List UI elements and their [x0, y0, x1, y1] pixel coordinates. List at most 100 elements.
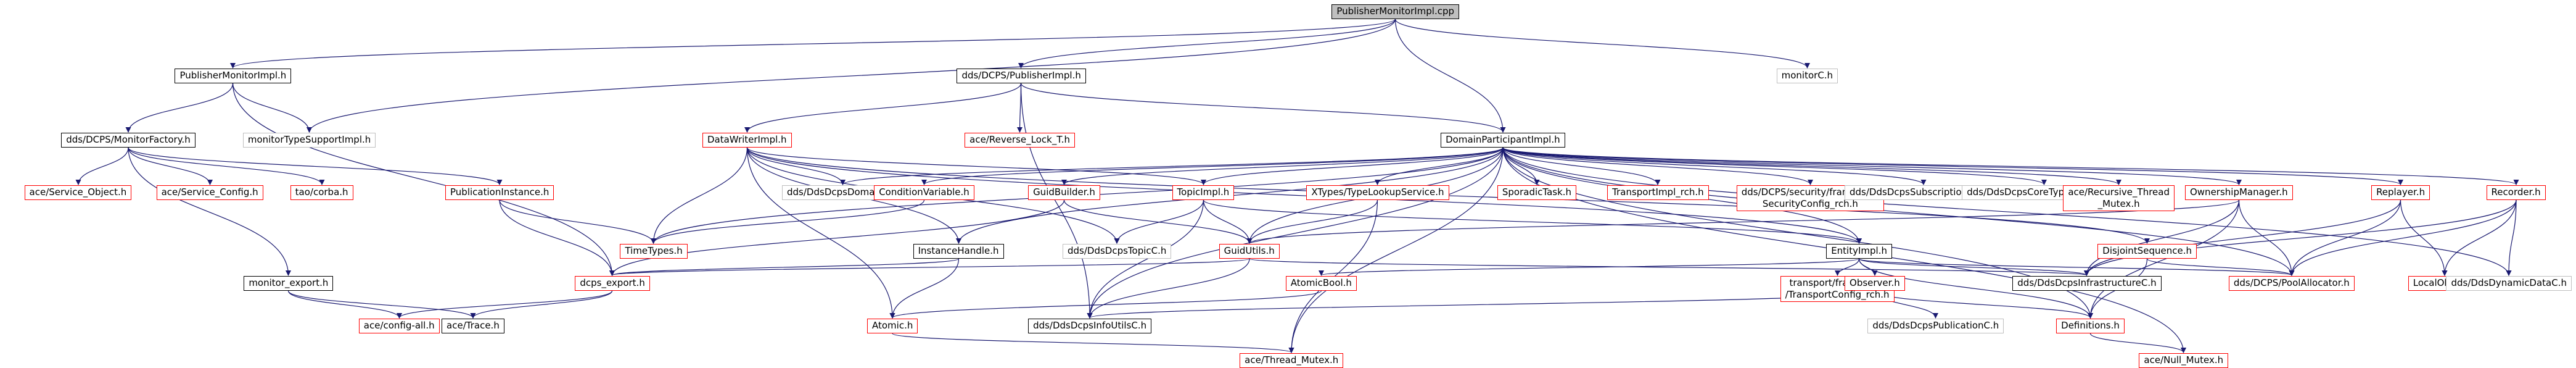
node-label: PublicationInstance.h — [450, 186, 549, 198]
edge-dpimpl-to-threadmutex — [1288, 147, 1504, 353]
node-label: dds/DCPS/PublisherImpl.h — [961, 70, 1081, 81]
node-datawriter[interactable]: DataWriterImpl.h — [702, 133, 792, 148]
edge-dpimpl-to-guidbuilder — [1061, 147, 1504, 185]
edge-replayer-to-poolalloc — [2289, 199, 2401, 276]
node-threadmutex[interactable]: ace/Thread_Mutex.h — [1240, 353, 1344, 368]
edge-monfac-to-pubinst — [128, 147, 503, 185]
edge-ownership-to-definitions — [2088, 199, 2240, 319]
node-guidutils[interactable]: GuidUtils.h — [1219, 244, 1280, 259]
node-pubmon-h[interactable]: PublisherMonitorImpl.h — [175, 69, 292, 83]
node-dpimpl[interactable]: DomainParticipantImpl.h — [1441, 133, 1565, 148]
node-label: GuidUtils.h — [1224, 245, 1275, 256]
edge-topicimpl-to-ddstopicc — [1114, 199, 1204, 244]
node-aceconfigall[interactable]: ace/config-all.h — [358, 319, 440, 333]
edge-dpimpl-to-xtypes — [1375, 147, 1504, 185]
node-infrac[interactable]: dds/DdsDcpsInfrastructureC.h — [2012, 276, 2162, 291]
edge-topicimpl-to-guidutils — [1203, 199, 1253, 244]
node-pubc[interactable]: dds/DdsDcpsPublicationC.h — [1867, 319, 2004, 333]
node-label: ace/Null_Mutex.h — [2144, 354, 2224, 366]
node-label: Recorder.h — [2491, 186, 2541, 198]
edge-dpimpl-to-ownership — [1502, 147, 2242, 185]
node-revlock[interactable]: ace/Reverse_Lock_T.h — [965, 133, 1076, 148]
node-dcps-pub[interactable]: dds/DCPS/PublisherImpl.h — [957, 69, 1086, 83]
node-label: PublisherMonitorImpl.cpp — [1336, 6, 1455, 17]
node-label: ace/Service_Object.h — [29, 186, 127, 198]
edge-dpimpl-to-ddsdomainc — [840, 147, 1504, 185]
node-label: Observer.h — [1850, 277, 1900, 288]
node-ownership[interactable]: OwnershipManager.h — [2184, 185, 2293, 200]
node-label: dds/DdsDynamicDataC.h — [2451, 277, 2567, 288]
node-label: monitorC.h — [1781, 70, 1833, 81]
node-poolalloc[interactable]: dds/DCPS/PoolAllocator.h — [2228, 276, 2355, 291]
edge-dcps_pub-to-datawriter — [744, 83, 1022, 133]
node-label: dds/DCPS/PoolAllocator.h — [2233, 277, 2350, 288]
node-montype[interactable]: monitorTypeSupportImpl.h — [242, 133, 376, 148]
node-ddstopicc[interactable]: dds/DdsDcpsTopicC.h — [1063, 244, 1172, 259]
node-label: SporadicTask.h — [1502, 186, 1572, 198]
edge-monfac-to-monexport — [128, 147, 291, 276]
node-guidbuilder[interactable]: GuidBuilder.h — [1028, 185, 1100, 200]
edge-observer-to-definitions — [1874, 290, 2093, 319]
node-atomicbool[interactable]: AtomicBool.h — [1285, 276, 1357, 291]
node-disjoint[interactable]: DisjointSequence.h — [2097, 244, 2197, 259]
node-topicimpl[interactable]: TopicImpl.h — [1172, 185, 1235, 200]
node-label: XTypes/TypeLookupService.h — [1311, 186, 1444, 198]
edge-ownership-to-poolalloc — [2238, 199, 2295, 276]
node-recmutex[interactable]: ace/Recursive_Thread_Mutex.h — [2063, 185, 2175, 211]
edge-dpimpl-to-dynamicdata — [1502, 147, 2512, 276]
node-sporadic[interactable]: SporadicTask.h — [1497, 185, 1577, 200]
edge-dpimpl-to-subext — [1502, 147, 1927, 185]
node-entityimpl[interactable]: EntityImpl.h — [1826, 244, 1892, 259]
node-label: Definitions.h — [2061, 320, 2120, 331]
node-label: ace/config-all.h — [363, 320, 435, 331]
node-observer[interactable]: Observer.h — [1845, 276, 1905, 291]
node-instance[interactable]: InstanceHandle.h — [913, 244, 1004, 259]
node-timetypes[interactable]: TimeTypes.h — [620, 244, 688, 259]
node-atomic[interactable]: Atomic.h — [867, 319, 918, 333]
node-label: ace/Reverse_Lock_T.h — [969, 134, 1071, 145]
node-label: EntityImpl.h — [1831, 245, 1887, 256]
node-svccfg[interactable]: ace/Service_Config.h — [156, 185, 263, 200]
node-dynamicdata[interactable]: dds/DdsDynamicDataC.h — [2446, 276, 2572, 291]
edge-atomic-to-threadmutex — [892, 333, 1294, 353]
edge-guidutils-to-infrac — [1249, 258, 2089, 276]
node-dcpsexport[interactable]: dcps_export.h — [575, 276, 650, 291]
node-label: monitor_export.h — [249, 277, 329, 288]
node-xtypes[interactable]: XTypes/TypeLookupService.h — [1306, 185, 1449, 200]
edge-root-to-dpimpl — [1394, 19, 1506, 133]
node-condvar[interactable]: ConditionVariable.h — [874, 185, 974, 200]
node-recorder[interactable]: Recorder.h — [2486, 185, 2546, 200]
node-label: tao/corba.h — [295, 186, 348, 198]
node-label: TopicImpl.h — [1177, 186, 1230, 198]
edge-dpimpl-to-secconfig — [1502, 147, 1813, 185]
node-monitorC[interactable]: monitorC.h — [1776, 69, 1838, 83]
node-infoutils[interactable]: dds/DdsDcpsInfoUtilsC.h — [1028, 319, 1152, 333]
node-label: ace/Thread_Mutex.h — [1245, 354, 1339, 366]
node-svcobj[interactable]: ace/Service_Object.h — [24, 185, 132, 200]
node-nullmutex[interactable]: ace/Null_Mutex.h — [2139, 353, 2229, 368]
node-taocorba[interactable]: tao/corba.h — [290, 185, 353, 200]
node-label: dds/DdsDcpsDomainC.h — [787, 186, 899, 198]
node-pubinst[interactable]: PublicationInstance.h — [445, 185, 554, 200]
node-replayer[interactable]: Replayer.h — [2371, 185, 2430, 200]
edge-recorder-to-infrac — [2084, 199, 2517, 276]
edge-dpimpl-to-recorder — [1502, 147, 2519, 185]
node-monfac[interactable]: dds/DCPS/MonitorFactory.h — [61, 133, 195, 148]
edge-dpimpl-to-replayer — [1502, 147, 2403, 185]
edge-dpimpl-to-infoutils — [1087, 147, 1504, 319]
edge-monexport-to-acetrace — [287, 290, 476, 319]
edge-dcpsexport-to-aceconfigall — [397, 290, 613, 319]
edge-dpimpl-to-sporadic — [1502, 147, 1540, 185]
edge-monexport-to-aceconfigall — [287, 290, 402, 319]
node-monexport[interactable]: monitor_export.h — [244, 276, 334, 291]
edge-dcps_pub-to-dpimpl — [1020, 83, 1506, 133]
node-transportrch[interactable]: TransportImpl_rch.h — [1607, 185, 1709, 200]
edge-entityimpl-to-poolalloc — [1858, 258, 2295, 276]
edge-entityimpl-to-observer — [1858, 258, 1878, 276]
node-acetrace[interactable]: ace/Trace.h — [442, 319, 504, 333]
node-definitions[interactable]: Definitions.h — [2056, 319, 2125, 333]
node-label: dds/DdsDcpsInfoUtilsC.h — [1033, 320, 1147, 331]
edge-root-to-monitorC — [1394, 19, 1810, 69]
edge-datawriter-to-atomic — [746, 147, 895, 319]
